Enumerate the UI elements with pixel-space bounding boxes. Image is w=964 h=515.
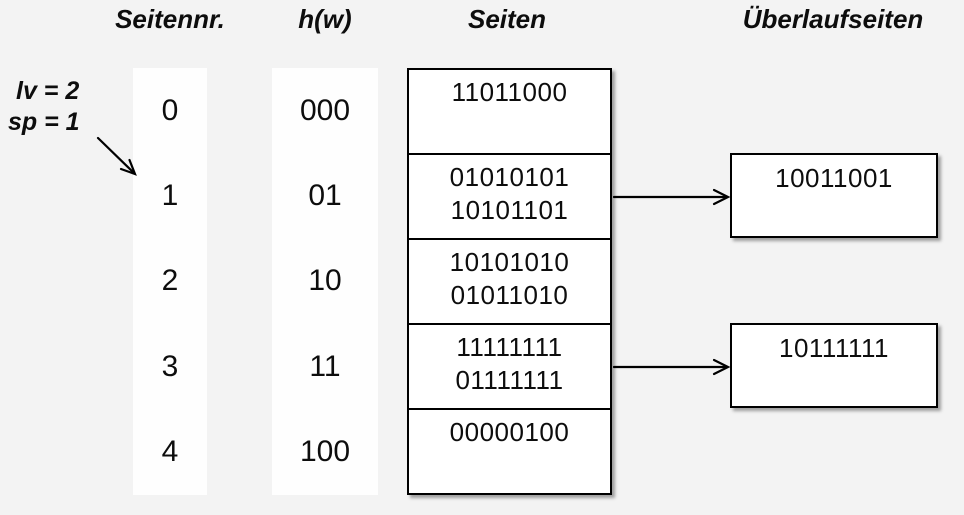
binary-entry: 11011000 <box>451 77 568 107</box>
page-cell-4: 00000100 <box>409 408 610 493</box>
page-cell-0: 11011000 <box>409 70 610 153</box>
page-cell-3: 11111111 01111111 <box>409 323 610 408</box>
level-annotation: lv = 2 <box>16 77 80 105</box>
page-number-0: 0 <box>161 94 179 127</box>
binary-entry: 10011001 <box>775 163 893 193</box>
binary-entry: 01111111 <box>455 365 564 395</box>
split-pointer-arrow <box>96 136 137 176</box>
column-header-pages: Seiten <box>467 4 547 34</box>
hash-value-4: 100 <box>299 435 351 468</box>
page-cell-1: 01010101 10101101 <box>409 153 610 238</box>
binary-entry: 01011010 <box>450 280 569 310</box>
overflow-page-row-3: 10111111 <box>730 323 938 408</box>
binary-entry: 00000100 <box>449 417 570 447</box>
page-number-column <box>133 68 207 495</box>
column-header-overflow-pages: Überlaufseiten <box>742 4 924 34</box>
hash-value-3: 11 <box>309 350 341 383</box>
split-pointer-annotation: sp = 1 <box>8 108 80 136</box>
page-number-3: 3 <box>161 350 179 383</box>
binary-entry: 10111111 <box>778 333 890 363</box>
page-number-1: 1 <box>161 179 179 212</box>
binary-entry: 10101101 <box>450 195 569 225</box>
pages-table: 11011000 01010101 10101101 10101010 0101… <box>407 68 612 495</box>
page-number-4: 4 <box>161 435 179 468</box>
hash-value-0: 000 <box>299 94 351 127</box>
binary-entry: 01010101 <box>449 162 570 192</box>
binary-entry: 11111111 <box>456 332 563 362</box>
hash-value-column <box>272 68 378 495</box>
binary-entry: 10101010 <box>449 247 570 277</box>
hash-value-1: 01 <box>308 179 342 212</box>
overflow-arrow-row-1 <box>612 188 731 206</box>
overflow-page-row-1: 10011001 <box>730 153 938 238</box>
page-cell-2: 10101010 01011010 <box>409 238 610 323</box>
column-header-hash-function: h(w) <box>298 4 352 34</box>
column-header-page-number: Seitennr. <box>115 4 225 34</box>
hash-value-2: 10 <box>308 264 342 297</box>
overflow-arrow-row-3 <box>612 358 731 376</box>
page-number-2: 2 <box>161 264 179 297</box>
